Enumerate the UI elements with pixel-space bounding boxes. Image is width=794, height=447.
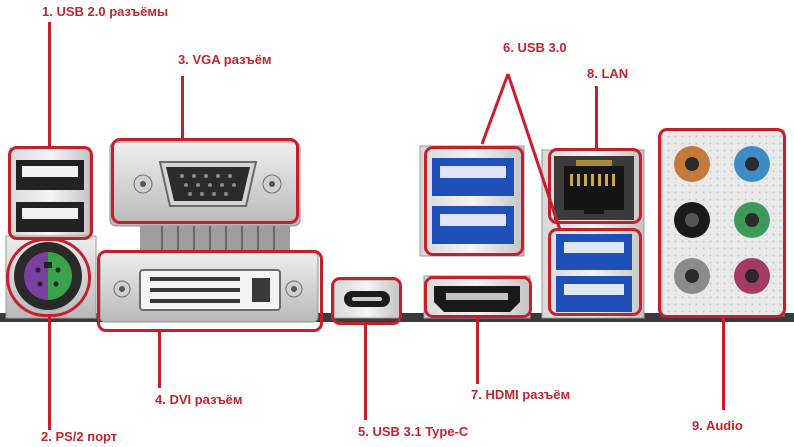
hdmi-port [423, 275, 531, 319]
label-lan: 8. LAN [587, 66, 629, 81]
audio-jack-orange [674, 146, 710, 182]
hdmi-pointer [476, 318, 479, 384]
dvi-highlight [97, 250, 323, 332]
audio-jack-pink [734, 258, 770, 294]
label-vga: 3. VGA разъём [178, 52, 272, 67]
dvi-pointer [158, 332, 161, 388]
label-usb20: 1. USB 2.0 разъёмы [42, 4, 169, 19]
label-ps2: 2. PS/2 порт [41, 429, 118, 444]
typec-highlight [331, 277, 402, 325]
audio-pointer [722, 318, 725, 410]
audio-jack-black [674, 202, 710, 238]
usb-typec-port [333, 279, 401, 319]
audio-jack-gray [674, 258, 710, 294]
vga-connector [109, 141, 301, 254]
lan-usb30-stack [541, 149, 645, 319]
label-dvi: 4. DVI разъём [155, 392, 243, 407]
usb20-highlight [8, 146, 93, 240]
hdmi-highlight [424, 276, 532, 318]
dvi-connector [99, 251, 319, 323]
usb30-port-stack-left [419, 145, 525, 257]
label-usb30: 6. USB 3.0 [503, 40, 567, 55]
usb30-pointer-right [506, 73, 562, 231]
label-audio: 9. Audio [692, 418, 743, 433]
usb30-right-highlight [548, 228, 642, 316]
lan-highlight [548, 148, 642, 224]
usb20-port-stack [9, 147, 91, 241]
usb30-pointer-left [480, 73, 510, 145]
label-hdmi: 7. HDMI разъём [471, 387, 571, 402]
ps2-pointer [48, 316, 51, 430]
usb30-left-highlight [424, 146, 524, 256]
lan-pointer [595, 86, 598, 148]
vga-highlight [111, 138, 299, 224]
audio-jack-green [734, 202, 770, 238]
audio-jack-blue [734, 146, 770, 182]
typec-pointer [364, 325, 367, 420]
usb20-pointer [48, 22, 51, 147]
audio-highlight [658, 128, 786, 318]
label-typec: 5. USB 3.1 Type-C [358, 424, 469, 439]
ps2-highlight [6, 238, 91, 317]
vga-pointer [181, 76, 184, 138]
